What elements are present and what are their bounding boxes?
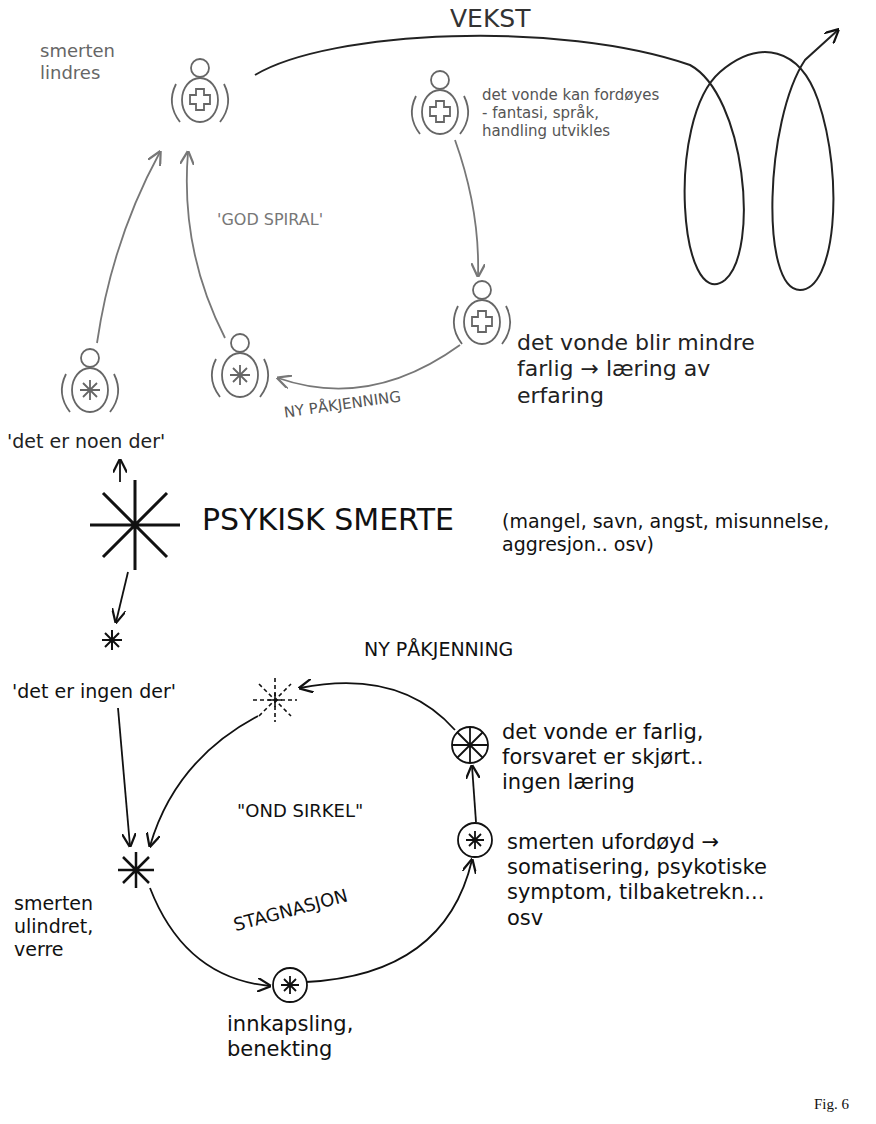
annotation: 'det er ingen der' — [10, 680, 178, 703]
sparkle-star — [253, 678, 297, 722]
annotation: det vonde er farlig, forsvaret er skjørt… — [500, 720, 729, 796]
person-figure — [454, 281, 510, 344]
annotation: smerten ufordøyd → somatisering, psykoti… — [505, 830, 774, 931]
growth-label: VEKST — [448, 4, 532, 34]
cycle-arrow — [300, 683, 455, 730]
cycle-title: 'GOD SPIRAL' — [215, 210, 325, 229]
cycle-arrow — [472, 766, 476, 822]
spiral-arrows — [97, 140, 478, 389]
flow-arrow — [119, 460, 121, 482]
circle-arrows — [118, 683, 476, 986]
pain-star — [118, 852, 154, 888]
cycle-arrow — [150, 716, 258, 846]
figure-caption: Fig. 6 — [812, 1095, 851, 1113]
cycle-label: NY PÅKJENNING — [362, 638, 515, 661]
cycle-arrow — [455, 140, 478, 276]
annotation: smerten lindres — [38, 40, 152, 83]
cycle-arrow — [97, 152, 160, 343]
annotation: smerten ulindret, verre — [12, 892, 134, 960]
cycle-arrow — [187, 152, 225, 338]
person-figure — [62, 349, 118, 412]
cycle-arrow — [118, 708, 130, 846]
annotation: (mangel, savn, angst, misunnelse, aggres… — [500, 510, 864, 556]
small-star — [102, 630, 122, 650]
cycle-arrow — [306, 860, 472, 982]
cycle-arrow — [150, 888, 270, 986]
flow-arrow — [116, 572, 128, 622]
growth-spiral — [255, 30, 838, 290]
cycle-label: STAGNASJON — [229, 884, 352, 936]
pain-star — [90, 480, 180, 570]
annotation: det vonde kan fordøyes - fantasi, språk,… — [480, 86, 662, 140]
person-figure — [412, 71, 468, 134]
encapsulated-star — [458, 823, 492, 857]
cycle-arrow — [278, 345, 460, 389]
annotation: 'det er noen der' — [5, 430, 167, 453]
cycle-label: NY PÅKJENNING — [281, 387, 404, 422]
person-figure — [172, 59, 228, 122]
central-label: PSYKISK SMERTE — [200, 502, 456, 538]
annotation: det vonde blir mindre farlig → læring av… — [515, 330, 774, 409]
person-figure — [212, 334, 268, 397]
figure-group — [62, 59, 510, 412]
cycle-title: "OND SIRKEL" — [235, 800, 365, 822]
spoked-circle — [452, 727, 488, 763]
encapsulated-star — [273, 968, 307, 1002]
annotation: innkapsling, benekting — [225, 1012, 404, 1062]
